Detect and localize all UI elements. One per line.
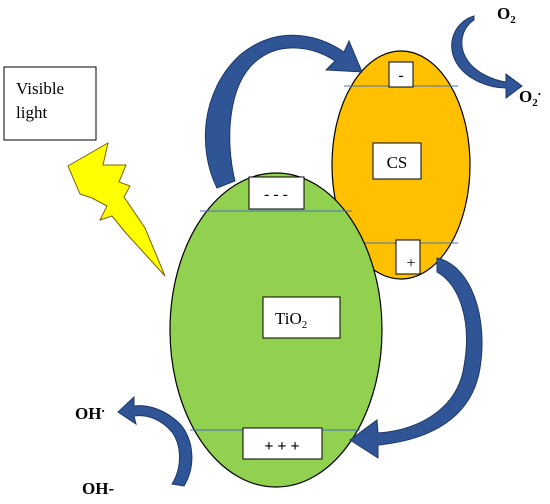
tio2-electron-box [248, 176, 305, 210]
visible-light-line1: Visible [16, 79, 64, 98]
oh-minus-label: OH- [82, 479, 114, 498]
tio2-electron-label: - - - [264, 186, 288, 203]
tio2-hole-box [242, 427, 323, 460]
cs-hole-label: + [406, 255, 415, 272]
lightning-bolt-icon [67, 141, 166, 277]
tio2-hole-label: + + + [264, 438, 299, 455]
cs-hole-box [395, 239, 421, 275]
o2-radical-label: O2. [519, 83, 541, 109]
oh-radical-label: OH. [75, 400, 105, 423]
tio2-label-box [262, 296, 341, 339]
hole-transfer-arrow [349, 257, 483, 459]
cs-label-box [372, 142, 422, 180]
visible-light-line2: light [16, 103, 47, 122]
o2-label: O2 [497, 4, 516, 26]
oh-oxidation-arrow [117, 395, 193, 487]
visible-light-box [3, 66, 97, 141]
cs-electron-label: - [398, 67, 403, 84]
cs-electron-box [388, 61, 414, 88]
tio2-label: TiO2 [275, 309, 307, 331]
electron-transfer-arrow [204, 34, 363, 189]
cs-label: CS [387, 153, 408, 172]
o2-reduction-arrow [451, 15, 523, 99]
